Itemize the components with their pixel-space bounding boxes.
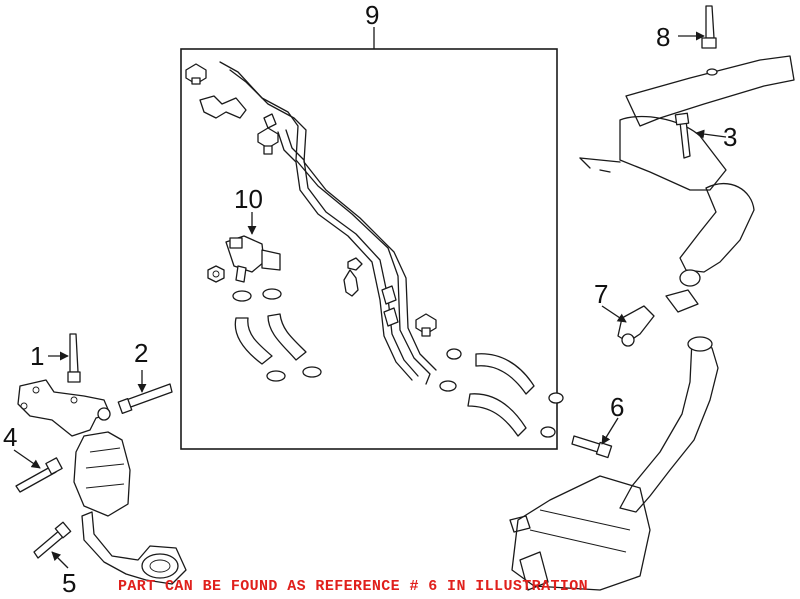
- callout-2: 2: [134, 338, 148, 368]
- callout-5: 5: [62, 568, 76, 598]
- bolt-3: [343, 257, 363, 297]
- oxygen-sensor-1: [67, 333, 81, 383]
- catalytic-converter: [73, 431, 187, 585]
- callout-7: 7: [594, 279, 608, 309]
- hose-clamps-left: [232, 288, 322, 382]
- sensor-line-bracket: [199, 61, 437, 385]
- hex-nut: [207, 265, 225, 283]
- leader-lines: [13, 31, 727, 569]
- bolt-4: [415, 313, 437, 337]
- callout-9: 9: [365, 0, 379, 30]
- reference-note: PART CAN BE FOUND AS REFERENCE # 6 IN IL…: [118, 578, 588, 595]
- inset-frame-9: [180, 27, 558, 450]
- hose-clamps-right: [439, 348, 564, 438]
- rear-muffler: [579, 55, 795, 313]
- bolt-2: [257, 127, 279, 155]
- callout-4: 4: [3, 422, 17, 452]
- sensor-8: [701, 5, 718, 76]
- sensor-7-valve: [617, 305, 655, 347]
- callout-6: 6: [610, 392, 624, 422]
- sensor-3: [674, 112, 691, 159]
- callout-8: 8: [656, 22, 670, 52]
- callout-3: 3: [723, 122, 737, 152]
- front-pipe-and-dpf: [509, 336, 719, 591]
- sensor-6: [571, 435, 613, 459]
- bolt-1: [185, 63, 207, 85]
- callout-1: 1: [30, 341, 44, 371]
- oxygen-sensor-4: [15, 457, 63, 493]
- oxygen-sensor-5: [33, 521, 72, 559]
- pressure-sensor-10: [225, 235, 281, 283]
- exhaust-manifold: [17, 379, 111, 437]
- oxygen-sensor-2: [117, 383, 173, 414]
- callout-10: 10: [234, 184, 263, 214]
